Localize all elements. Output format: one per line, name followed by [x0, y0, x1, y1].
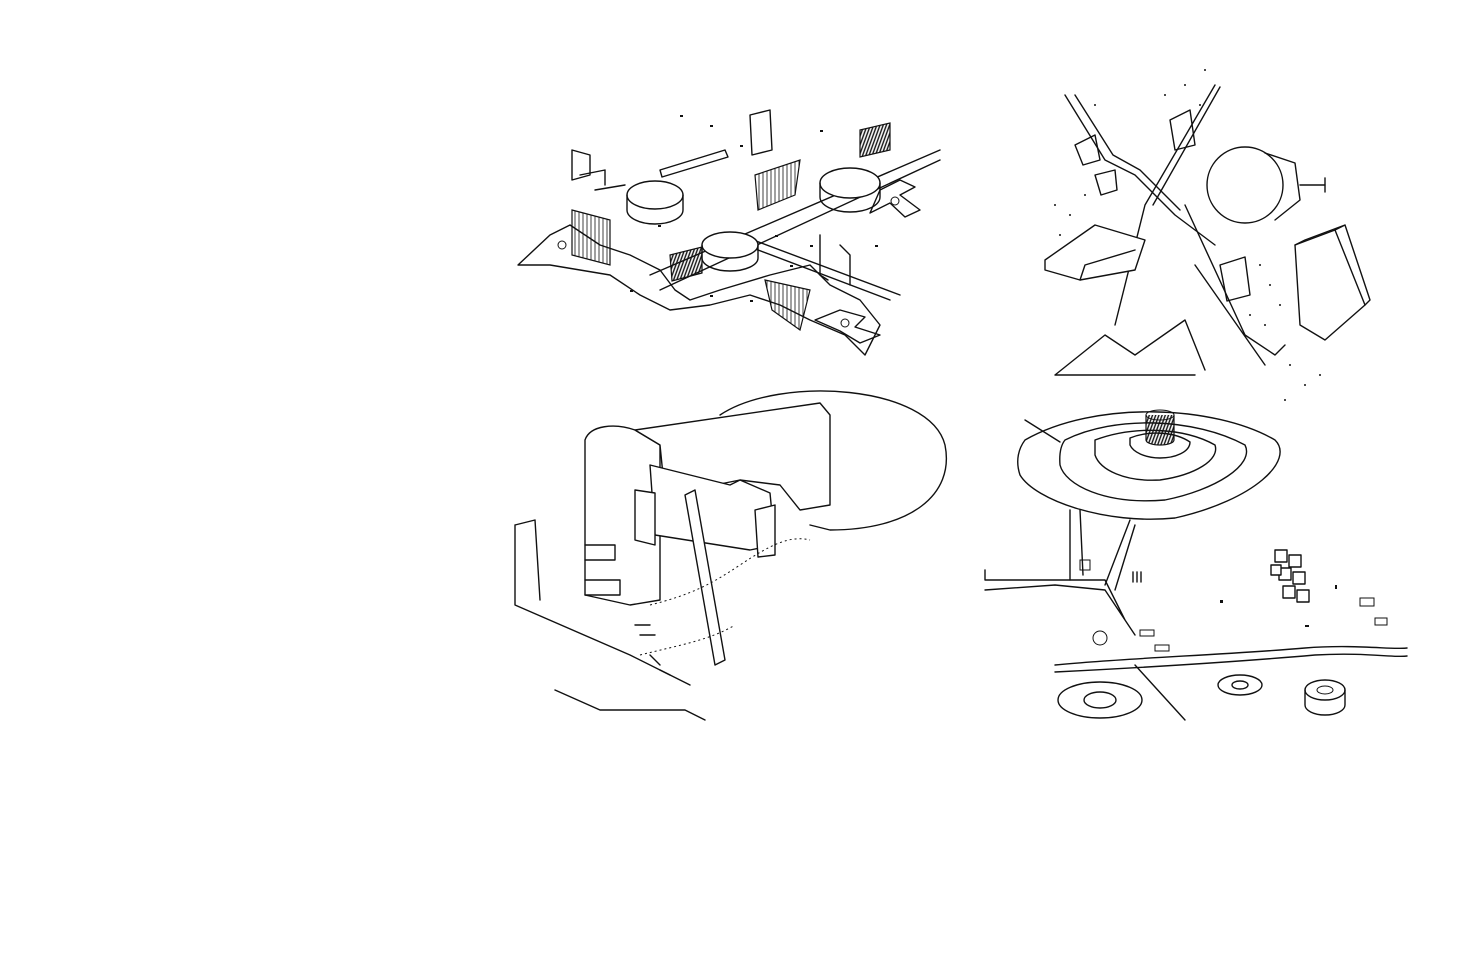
plaza-ground: [517, 224, 881, 356]
piers: [1069, 509, 1136, 591]
ticks: [634, 624, 671, 676]
tripod-1: [869, 179, 921, 218]
ring-1: [1057, 681, 1143, 719]
fragment-3: [1074, 134, 1118, 196]
fragment-2: [1219, 256, 1251, 302]
hatch-ticks: [1132, 571, 1142, 583]
fragment-1: [1169, 109, 1196, 151]
wall-2: [749, 109, 773, 156]
scatter-dots: [630, 115, 878, 302]
cylinder-side: [1264, 152, 1301, 221]
frame-1: [819, 234, 851, 286]
ring-2: [1217, 674, 1263, 696]
drum-tower: [1145, 409, 1175, 446]
site-boundary: [719, 390, 948, 531]
hatched-wall-1: [571, 209, 611, 266]
axonometric-plaza-panel: [510, 95, 950, 365]
terraced-mound-drawing: [984, 409, 1408, 721]
scatter-dots: [1054, 69, 1321, 401]
dashed-path-1: [649, 538, 811, 606]
ground-outline: [1054, 319, 1206, 376]
path-2: [1114, 84, 1221, 326]
axonometric-plaza-drawing: [517, 109, 941, 356]
ramp: [984, 569, 1136, 636]
tripod-2: [814, 309, 881, 344]
hatched-wall-2: [754, 159, 801, 211]
wall-1: [571, 149, 591, 181]
panel-1: [634, 489, 656, 546]
dashed-path-2: [639, 624, 736, 656]
blade: [684, 489, 726, 666]
path-3: [1184, 204, 1286, 366]
site-plan-fragments-drawing: [1044, 69, 1371, 401]
hatched-wall-3: [764, 279, 811, 332]
dense-screen-1: [859, 122, 891, 158]
grid-cubes: [1270, 549, 1310, 603]
branch-road: [1134, 664, 1186, 721]
disc-3: [701, 231, 759, 259]
slab-1: [659, 149, 729, 178]
cylinder-top: [1206, 146, 1284, 224]
dense-screen-2: [669, 246, 703, 282]
folded-volume-panel: [510, 385, 955, 725]
frame-2: [579, 169, 626, 191]
site-plan-fragments-panel: [1035, 65, 1380, 405]
ring-small: [1092, 630, 1108, 646]
panel-2: [754, 504, 776, 558]
base-line: [554, 689, 706, 721]
disc-2: [819, 167, 881, 199]
slab-volume: [1044, 224, 1146, 281]
scatter-blocks: [1079, 559, 1388, 652]
terraced-mound-panel: [975, 400, 1415, 730]
path-1: [1064, 94, 1216, 246]
contour-1: [1017, 411, 1281, 520]
disc-1: [626, 180, 684, 210]
ring-3: [1304, 679, 1346, 701]
folded-volume-drawing: [514, 390, 948, 721]
access-line: [1024, 419, 1061, 443]
box-volume: [1294, 229, 1366, 341]
steps: [584, 544, 621, 596]
river: [1054, 645, 1408, 673]
